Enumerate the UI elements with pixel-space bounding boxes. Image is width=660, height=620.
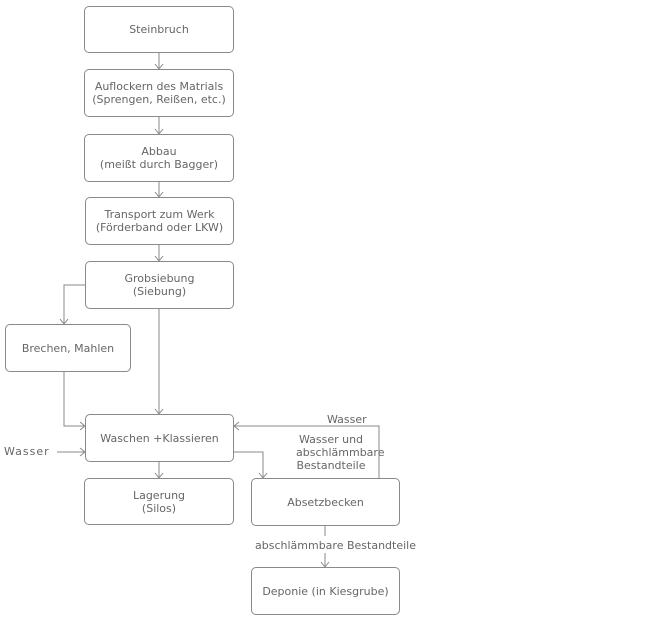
- node-steinbruch: Steinbruch: [84, 6, 234, 53]
- node-brechen: Brechen, Mahlen: [5, 324, 131, 372]
- node-text: (Förderband oder LKW): [95, 221, 224, 234]
- node-text: (Sprengen, Reißen, etc.): [92, 93, 226, 106]
- node-abbau: Abbau (meißt durch Bagger): [84, 134, 234, 182]
- edge-waschen-absetzbecken: [234, 451, 264, 478]
- edge-absetzbecken-waschen: [234, 425, 380, 478]
- node-text: Deponie (in Kiesgrube): [262, 584, 389, 598]
- node-text: Waschen +Klassieren: [100, 431, 219, 445]
- label-wasser-und-bestandteile: Wasser und abschlämmbare Bestandteile: [296, 433, 385, 472]
- arrowhead: [233, 421, 240, 431]
- node-text: (meißt durch Bagger): [99, 158, 219, 171]
- label-text: abschlämmbare: [296, 446, 385, 459]
- node-text: Absetzbecken: [287, 495, 364, 509]
- node-absetzbecken: Absetzbecken: [251, 478, 400, 526]
- node-waschen: Waschen +Klassieren: [85, 414, 234, 462]
- label-text: Bestandteile: [296, 459, 366, 472]
- node-text: Auflockern des Matrials: [94, 80, 224, 93]
- label-text: abschlämmbare Bestandteile: [255, 539, 416, 552]
- node-text: Transport zum Werk: [104, 208, 215, 221]
- node-grobsiebung: Grobsiebung (Siebung): [85, 261, 234, 309]
- node-text: Abbau: [141, 145, 177, 158]
- node-text: Brechen, Mahlen: [21, 341, 115, 355]
- label-wasser-return: Wasser: [327, 413, 367, 426]
- node-text: Grobsiebung: [124, 272, 195, 285]
- edge-brechen-waschen: [63, 372, 85, 427]
- label-text: Wasser: [4, 445, 50, 458]
- node-lagerung: Lagerung (Silos): [84, 478, 234, 525]
- node-auflockern: Auflockern des Matrials (Sprengen, Reiße…: [84, 69, 234, 117]
- node-text: Steinbruch: [129, 23, 189, 36]
- label-text: Wasser und: [298, 433, 364, 446]
- label-text: Wasser: [327, 413, 367, 426]
- label-wasser-in: Wasser: [4, 445, 50, 458]
- edge-grobsiebung-brechen: [63, 284, 85, 324]
- node-text: (Silos): [141, 501, 177, 515]
- node-text: (Siebung): [132, 285, 187, 298]
- node-transport: Transport zum Werk (Förderband oder LKW): [85, 197, 234, 245]
- label-abschlaemmbare-bestandteile: abschlämmbare Bestandteile: [255, 539, 416, 552]
- node-text: Lagerung: [132, 488, 186, 502]
- node-deponie: Deponie (in Kiesgrube): [251, 567, 400, 615]
